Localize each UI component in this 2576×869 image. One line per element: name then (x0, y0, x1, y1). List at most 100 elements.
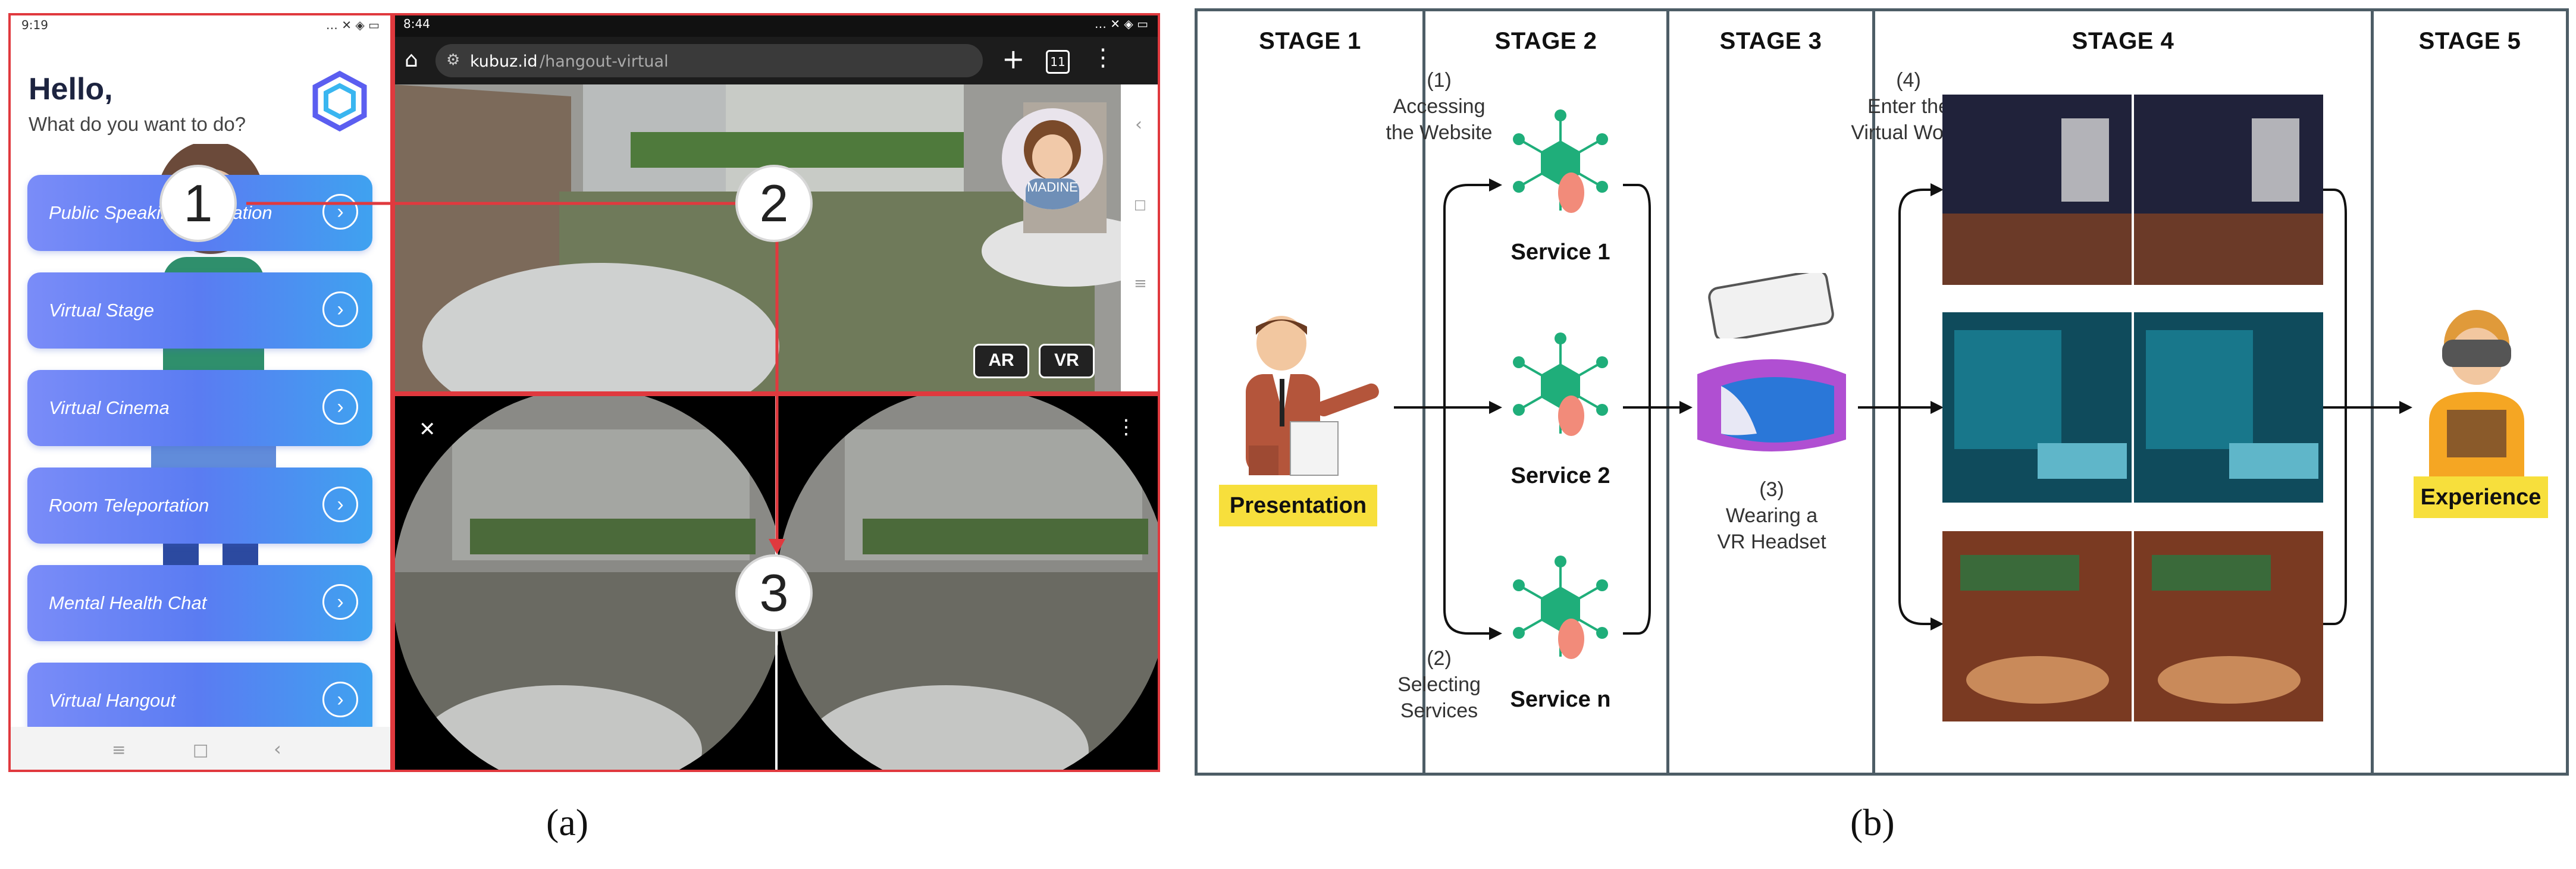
phone-status-time: 9:19 (21, 18, 48, 32)
url-path: /hangout-virtual (540, 52, 669, 71)
browser-status-icons: … ✕ ◈ ▭ (1094, 17, 1148, 31)
browser-toolbar: ⌂ ⚙ kubuz.id /hangout-virtual + 11 ⋮ (393, 37, 1160, 84)
stage-world-scene (1942, 95, 2323, 285)
menu-label: Virtual Stage (49, 300, 154, 321)
menu-label: Virtual Cinema (49, 397, 170, 418)
menu-label: Mental Health Chat (49, 592, 207, 613)
note-line: Services (1400, 699, 1478, 722)
service-n-icon (1513, 556, 1608, 659)
greeting-heading: Hello, (29, 72, 113, 106)
more-menu-icon[interactable]: ⋮ (1091, 44, 1115, 71)
panel-b: STAGE 1 STAGE 2 STAGE 3 STAGE 4 STAGE 5 (1195, 8, 2569, 776)
url-field[interactable]: ⚙ kubuz.id /hangout-virtual (435, 44, 983, 77)
experience-label: Experience (2414, 476, 2548, 518)
tab-count-button[interactable]: 11 (1046, 50, 1070, 74)
stage-1-header: STAGE 1 (1259, 28, 1361, 54)
note-line: (1) (1427, 69, 1452, 92)
note-wearing-headset: (3) Wearing a VR Headset (1674, 476, 1870, 555)
chevron-right-icon: › (322, 291, 358, 327)
menu-virtual-stage[interactable]: Virtual Stage › (27, 272, 372, 349)
browser-status-time: 8:44 (403, 17, 430, 31)
url-domain: kubuz.id (470, 52, 538, 71)
step-3-marker: 3 (735, 554, 813, 632)
stage-divider (1422, 11, 1425, 773)
vr-user-illustration (2429, 310, 2524, 481)
note-line: Accessing (1393, 95, 1486, 118)
phone-status-icons: … ✕ ◈ ▭ (325, 18, 380, 32)
home-nav-icon[interactable]: □ (193, 740, 209, 760)
flow-arrows (1394, 178, 2412, 640)
close-icon[interactable]: ✕ (419, 418, 436, 441)
back-nav-icon[interactable]: ‹ (274, 738, 281, 760)
chevron-right-icon: › (322, 194, 358, 230)
panel-a: 9:19 … ✕ ◈ ▭ Hello, What do you want to … (8, 13, 1160, 772)
stage-divider (1872, 11, 1875, 773)
side-strip: ‹ □ ≡ (1121, 84, 1160, 394)
presentation-label: Presentation (1219, 485, 1377, 526)
phone-app-screen: 9:19 … ✕ ◈ ▭ Hello, What do you want to … (8, 13, 393, 772)
note-line: Wearing a (1725, 504, 1818, 527)
caption-b: (b) (1850, 801, 1895, 843)
avatar-icon (1024, 120, 1081, 209)
greeting-subtitle: What do you want to do? (29, 113, 246, 135)
chevron-right-icon: › (322, 584, 358, 620)
stereo-scene (393, 394, 1160, 772)
vr-world-stage-thumbnail (1942, 95, 2323, 285)
avatar-name: MADINE (1027, 180, 1078, 194)
menu-virtual-cinema[interactable]: Virtual Cinema › (27, 370, 372, 446)
stage-divider (1666, 11, 1669, 773)
vr-headset-icon (1697, 359, 1846, 451)
service-n-label: Service n (1510, 687, 1611, 712)
presenter-illustration (1246, 316, 1379, 476)
cafe-world-scene (1942, 531, 2323, 721)
stage-3-header: STAGE 3 (1719, 28, 1822, 54)
chevron-right-icon: › (322, 389, 358, 425)
menu-mental-health-chat[interactable]: Mental Health Chat › (27, 565, 372, 641)
note-line: (2) (1427, 647, 1452, 670)
app-logo-icon (312, 70, 367, 132)
room-world-scene (1942, 312, 2323, 503)
phone-frame (8, 13, 393, 772)
stage-4-header: STAGE 4 (2072, 28, 2174, 54)
step-1-marker: 1 (159, 165, 237, 242)
smartphone-icon (1708, 273, 1834, 338)
stage-divider (2371, 11, 2374, 773)
caption-a: (a) (546, 801, 589, 843)
note-line: (3) (1759, 478, 1784, 501)
browser-status-bar: 8:44 … ✕ ◈ ▭ (393, 13, 1160, 37)
menu-icon[interactable]: ≡ (1134, 275, 1147, 293)
vr-world-cafe-thumbnail (1942, 531, 2323, 721)
chevron-right-icon: › (322, 682, 358, 717)
note-line: (4) (1896, 69, 1921, 92)
menu-room-teleportation[interactable]: Room Teleportation › (27, 468, 372, 544)
new-tab-icon[interactable]: + (1002, 43, 1025, 75)
service-1-icon (1513, 109, 1608, 213)
chevron-right-icon: › (322, 487, 358, 522)
vr-world-room-thumbnail (1942, 312, 2323, 503)
phone-nav-bar: ≡ □ ‹ (8, 727, 393, 772)
avatar[interactable]: MADINE (1002, 108, 1103, 209)
step-2-marker: 2 (735, 165, 813, 242)
menu-virtual-hangout[interactable]: Virtual Hangout › (27, 663, 372, 739)
service-1-label: Service 1 (1510, 240, 1610, 265)
vr-button[interactable]: VR (1039, 344, 1095, 378)
service-2-label: Service 2 (1510, 463, 1610, 488)
back-icon[interactable]: ‹ (1135, 114, 1142, 135)
note-line: Enter the (1867, 95, 1950, 118)
home-icon[interactable]: ⌂ (405, 48, 418, 72)
ar-button[interactable]: AR (973, 344, 1029, 378)
menu-nav-icon[interactable]: ≡ (112, 740, 126, 760)
menu-label: Virtual Hangout (49, 690, 176, 711)
note-line: VR Headset (1717, 531, 1826, 553)
note-selecting-services: (2) Selecting Services (1344, 645, 1534, 724)
note-line: the Website (1386, 121, 1493, 144)
site-settings-icon[interactable]: ⚙ (446, 51, 460, 69)
service-2-icon (1513, 332, 1608, 436)
vr-menu-icon[interactable]: ⋮ (1116, 415, 1136, 439)
menu-label: Room Teleportation (49, 495, 209, 516)
stage-5-header: STAGE 5 (2418, 28, 2521, 54)
square-icon[interactable]: □ (1134, 197, 1146, 212)
stage-2-header: STAGE 2 (1494, 28, 1597, 54)
note-line: Selecting (1397, 673, 1481, 696)
step-connectors (246, 195, 785, 554)
